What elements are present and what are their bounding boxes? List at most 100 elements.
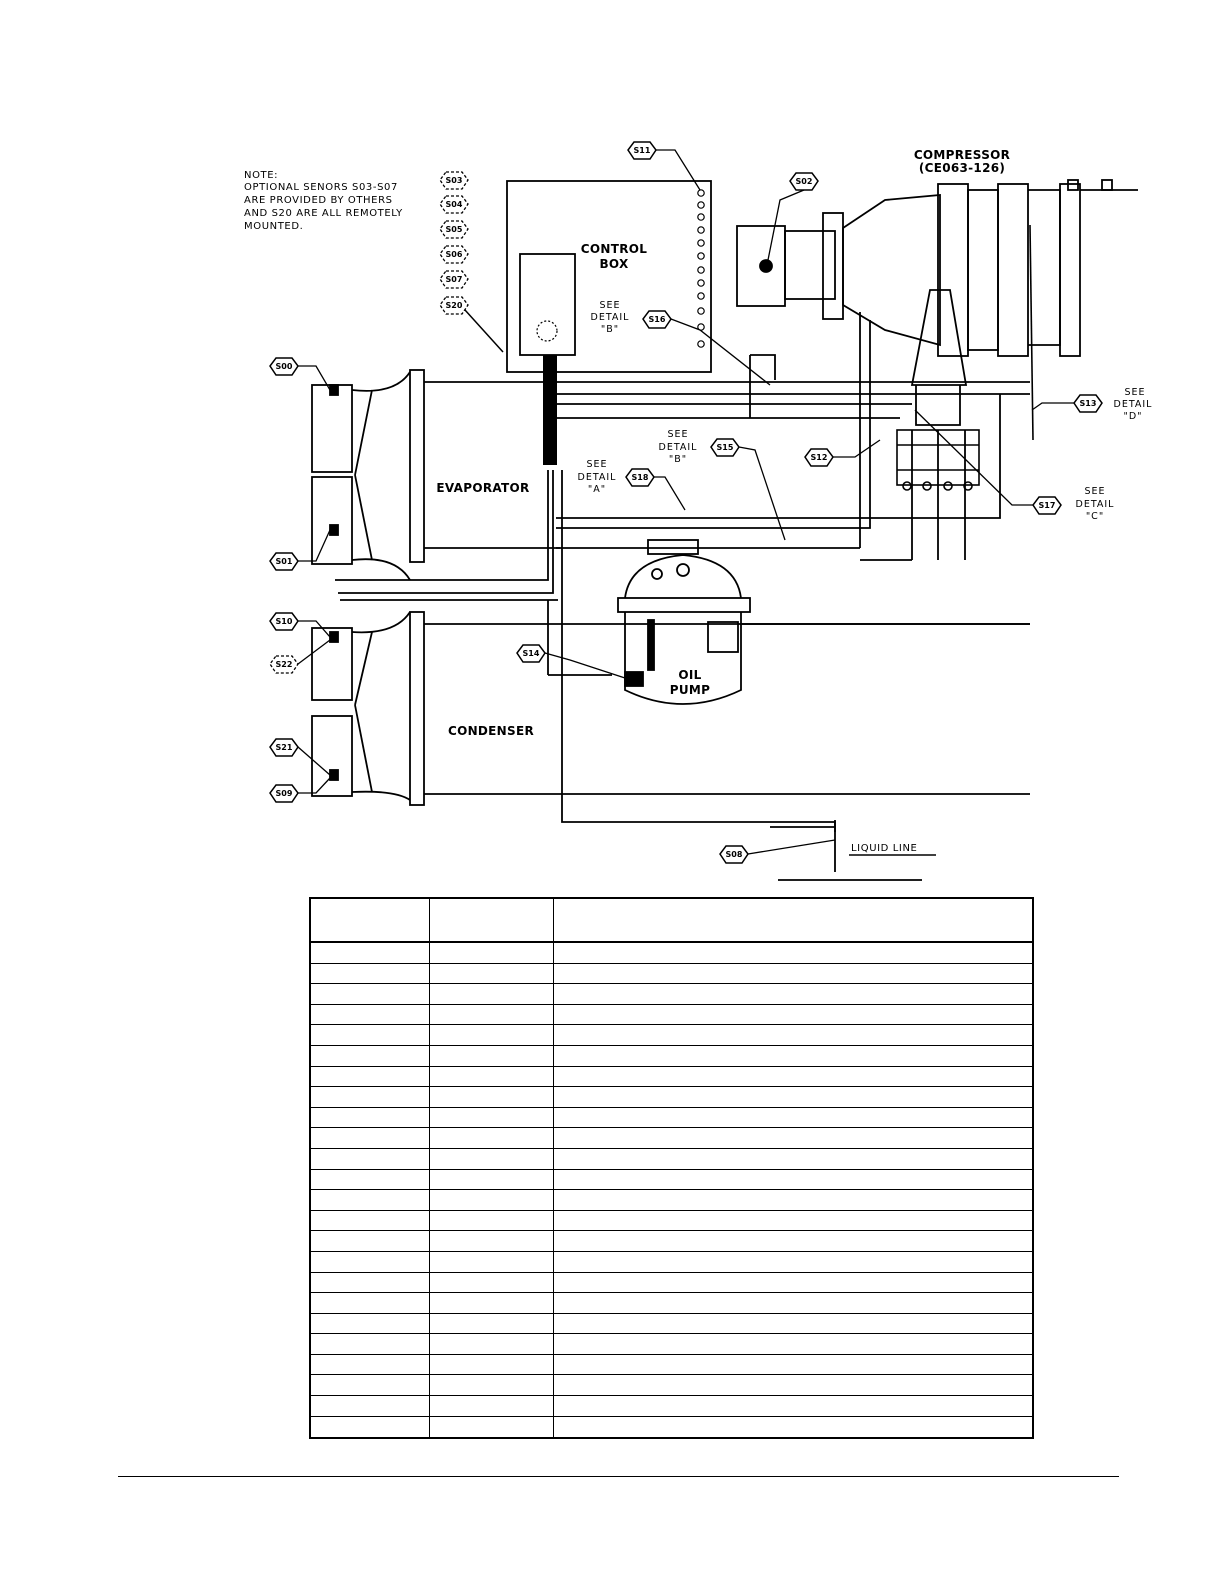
table-cell <box>311 1107 430 1128</box>
table-cell <box>311 1128 430 1148</box>
tag-s13: S13 <box>1080 399 1097 408</box>
tag-s08: S08 <box>726 850 743 859</box>
table-cell <box>311 1004 430 1025</box>
table-cell <box>311 1066 430 1087</box>
table-cell <box>554 1025 1032 1045</box>
tag-s15-shape <box>710 438 740 457</box>
table-cell <box>554 984 1032 1004</box>
table-cell <box>554 1067 1032 1087</box>
see-label-s17: SEE <box>1084 486 1105 497</box>
detail-label-s18: DETAIL <box>578 472 617 483</box>
table-cell <box>554 1170 1032 1190</box>
table-row <box>311 1416 1032 1438</box>
detail-label-s13: DETAIL <box>1114 399 1153 410</box>
compressor <box>736 179 1138 426</box>
table-row <box>311 1210 1032 1232</box>
tag-s12: S12 <box>811 453 828 462</box>
sensor-table <box>309 897 1034 1439</box>
table-row <box>311 1025 1032 1046</box>
tag-s09: S09 <box>276 789 293 798</box>
table-cell <box>311 1313 430 1334</box>
table-cell <box>311 1416 430 1438</box>
detail-ref-s15: "B" <box>669 454 687 465</box>
valve-assembly <box>896 429 980 491</box>
table-row <box>311 1190 1032 1211</box>
table-cell <box>430 1210 554 1231</box>
table-cell <box>554 1396 1032 1416</box>
footer-rule <box>118 1476 1119 1477</box>
tag-s14-shape <box>516 644 546 663</box>
detail-ref-s13: "D" <box>1123 411 1142 422</box>
detail-label-s17: DETAIL <box>1076 499 1115 510</box>
detail-ref-s16: "B" <box>601 324 619 335</box>
tag-s10-shape <box>269 612 299 631</box>
table-cell <box>430 984 554 1004</box>
table-row <box>311 1375 1032 1397</box>
tag-s20: S20 <box>446 301 463 310</box>
table-row <box>311 1251 1032 1273</box>
chiller-sensor-diagram: NOTE: OPTIONAL SENORS S03-S07 ARE PROVID… <box>244 141 1153 881</box>
tag-s16-shape <box>642 310 672 329</box>
piping <box>335 312 1030 881</box>
svg-text:MOUNTED.: MOUNTED. <box>244 221 303 232</box>
table-row <box>311 1334 1032 1355</box>
header-cell <box>430 899 554 941</box>
table-cell <box>311 1251 430 1272</box>
condenser-label: CONDENSER <box>448 724 534 738</box>
sensor-note: NOTE: OPTIONAL SENORS S03-S07 ARE PROVID… <box>244 170 403 232</box>
detail-ref-s18: "A" <box>588 484 606 495</box>
table-cell <box>430 1025 554 1045</box>
table-cell <box>311 1210 430 1231</box>
table-cell <box>430 1334 554 1354</box>
table-cell <box>554 1334 1032 1354</box>
tag-s00: S00 <box>276 362 293 371</box>
table-row <box>311 1107 1032 1129</box>
table-body <box>311 943 1032 1438</box>
table-row <box>311 1396 1032 1417</box>
table-row <box>311 963 1032 985</box>
table-row <box>311 1354 1032 1376</box>
table-cell <box>430 1087 554 1107</box>
table-cell <box>311 1025 430 1045</box>
evaporator <box>311 369 1030 581</box>
table-cell <box>430 1313 554 1334</box>
table-cell <box>554 1005 1032 1025</box>
remote-sensor-tags <box>439 171 469 315</box>
table-cell <box>311 984 430 1004</box>
tag-s03: S03 <box>446 176 463 185</box>
tag-s07: S07 <box>446 275 463 284</box>
tag-s10: S10 <box>276 617 293 626</box>
table-row <box>311 984 1032 1005</box>
table-cell <box>430 1272 554 1293</box>
tag-s01: S01 <box>276 557 293 566</box>
tag-s02: S02 <box>796 177 813 186</box>
table-cell <box>311 1169 430 1190</box>
table-cell <box>311 1190 430 1210</box>
table-cell <box>430 1396 554 1416</box>
table-row <box>311 1066 1032 1088</box>
table-cell <box>430 1190 554 1210</box>
tag-s22: S22 <box>276 660 293 669</box>
tag-s21: S21 <box>276 743 293 752</box>
tag-s14: S14 <box>523 649 540 658</box>
evaporator-label: EVAPORATOR <box>436 481 529 495</box>
oil-pump <box>617 539 751 705</box>
table-cell <box>554 1231 1032 1251</box>
table-cell <box>430 1293 554 1313</box>
table-row <box>311 1004 1032 1026</box>
table-cell <box>430 1107 554 1128</box>
table-cell <box>430 1354 554 1375</box>
table-row <box>311 1128 1032 1149</box>
table-row <box>311 1313 1032 1335</box>
table-cell <box>430 1169 554 1190</box>
table-cell <box>554 1314 1032 1334</box>
table-cell <box>554 1149 1032 1169</box>
table-cell <box>430 1231 554 1251</box>
control-box-label-1: CONTROL <box>581 242 647 256</box>
svg-text:OPTIONAL SENORS S03-S07: OPTIONAL SENORS S03-S07 <box>244 182 398 193</box>
table-cell <box>554 1417 1032 1438</box>
table-cell <box>430 963 554 984</box>
table-cell <box>430 1045 554 1066</box>
table-cell <box>311 1231 430 1251</box>
table-cell <box>430 1066 554 1087</box>
